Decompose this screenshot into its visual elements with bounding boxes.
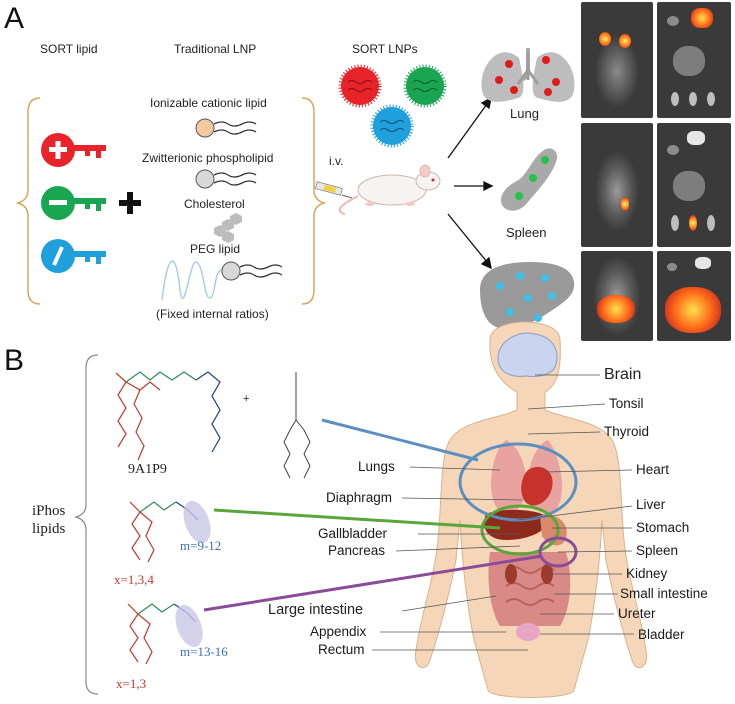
m-range-2-label: m=13-16 — [180, 644, 228, 659]
lung-mouse-image — [581, 2, 653, 118]
ionizable-lipid-label: Ionizable cationic lipid — [150, 96, 267, 110]
fixed-ratios-label: (Fixed internal ratios) — [156, 307, 269, 321]
phospholipid-label: Zwitterionic phospholipid — [142, 151, 274, 165]
mouse-icon — [338, 164, 441, 215]
green-connector-line — [213, 508, 501, 530]
kidney-right-icon — [541, 564, 553, 584]
lipid-9a1p9-structure — [115, 371, 221, 461]
tail-highlight-2 — [175, 604, 203, 648]
blue-lnp-icon — [370, 104, 414, 148]
ionizable-lipid-icon — [195, 118, 257, 138]
iphos-lipid-1-structure — [129, 501, 199, 563]
spleen-organs-image — [657, 123, 731, 247]
spleen-mouse-image — [581, 123, 653, 247]
liver-label: Liver — [636, 497, 666, 512]
cholesterol-icon — [214, 213, 242, 243]
iphos-label-line1: iPhos — [32, 503, 66, 519]
rectum-label: Rectum — [318, 642, 365, 657]
sort-lnps-title: SORT LNPs — [352, 42, 418, 56]
iphos-brace — [73, 354, 99, 695]
stomach-label: Stomach — [636, 520, 690, 535]
panel-a-label: A — [4, 2, 25, 35]
lungs-organ-icon — [491, 440, 527, 514]
ureter-label: Ureter — [618, 606, 656, 621]
lung-target-label: Lung — [510, 106, 539, 121]
traditional-lnp-title: Traditional LNP — [174, 42, 257, 56]
cholesterol-label: Cholesterol — [184, 197, 245, 211]
peg-lipid-label: PEG lipid — [190, 242, 241, 256]
left-leader-lines — [372, 466, 528, 651]
liver-arrow — [447, 213, 492, 270]
heart-label: Heart — [636, 462, 670, 477]
small-intestine-label: Small intestine — [620, 586, 708, 601]
red-sort-key-icon — [41, 133, 106, 167]
lungs-label: Lungs — [358, 459, 395, 474]
spleen-label: Spleen — [636, 543, 679, 558]
tail-highlight-1 — [183, 500, 211, 544]
peg-lipid-icon — [161, 260, 283, 301]
plus-sign-b: + — [243, 393, 250, 405]
thyroid-label: Thyroid — [604, 424, 650, 439]
green-sort-key-icon — [41, 186, 106, 220]
iphos-label-line2: lipids — [32, 521, 66, 537]
spleen-target-label: Spleen — [506, 225, 547, 240]
bladder-organ-icon — [516, 623, 540, 641]
large-intestine-label: Large intestine — [268, 602, 364, 618]
kidney-label: Kidney — [626, 566, 668, 581]
heart-organ-icon — [521, 466, 553, 506]
lung-organs-image — [657, 2, 731, 118]
diaphragm-label: Diaphragm — [326, 490, 393, 505]
pancreas-label: Pancreas — [328, 543, 386, 558]
spleen-arrow — [454, 180, 494, 192]
appendix-label: Appendix — [310, 624, 367, 639]
liver-target-ellipse — [480, 504, 560, 556]
injection-label: i.v. — [329, 154, 344, 168]
liver-mouse-image — [581, 251, 653, 341]
panel-b-label: B — [4, 344, 25, 377]
blue-connector-line — [321, 418, 479, 462]
lipid-name-label: 9A1P9 — [128, 462, 167, 477]
bladder-label: Bladder — [638, 627, 685, 642]
liver-organ-icon — [480, 262, 575, 329]
gallbladder-label: Gallbladder — [318, 526, 388, 541]
m-range-1-label: m=9-12 — [180, 538, 222, 553]
x-range-2-label: x=1,3 — [116, 676, 147, 691]
lnp-brace — [301, 97, 327, 305]
lung-arrow — [447, 96, 492, 159]
kidney-left-icon — [505, 564, 517, 584]
x-range-1-label: x=1,3,4 — [114, 572, 154, 587]
tonsil-label: Tonsil — [609, 396, 644, 411]
syringe-icon — [314, 181, 353, 199]
sort-lipid-brace — [15, 97, 41, 305]
blue-sort-key-icon — [41, 239, 106, 273]
spleen-organ-icon — [500, 148, 558, 211]
purple-connector-line — [203, 554, 543, 612]
brain-organ-icon — [497, 332, 558, 377]
red-lnp-icon — [338, 64, 382, 108]
green-lnp-icon — [403, 64, 447, 108]
phospholipid-icon — [195, 169, 257, 189]
brain-label: Brain — [604, 366, 642, 383]
plus-icon — [119, 192, 141, 214]
sort-lipid-title: SORT lipid — [40, 42, 98, 56]
liver-organs-image — [657, 251, 731, 341]
right-leader-lines — [517, 374, 634, 635]
amine-headgroup-structure — [283, 372, 311, 479]
lung-organ-icon — [481, 48, 575, 102]
